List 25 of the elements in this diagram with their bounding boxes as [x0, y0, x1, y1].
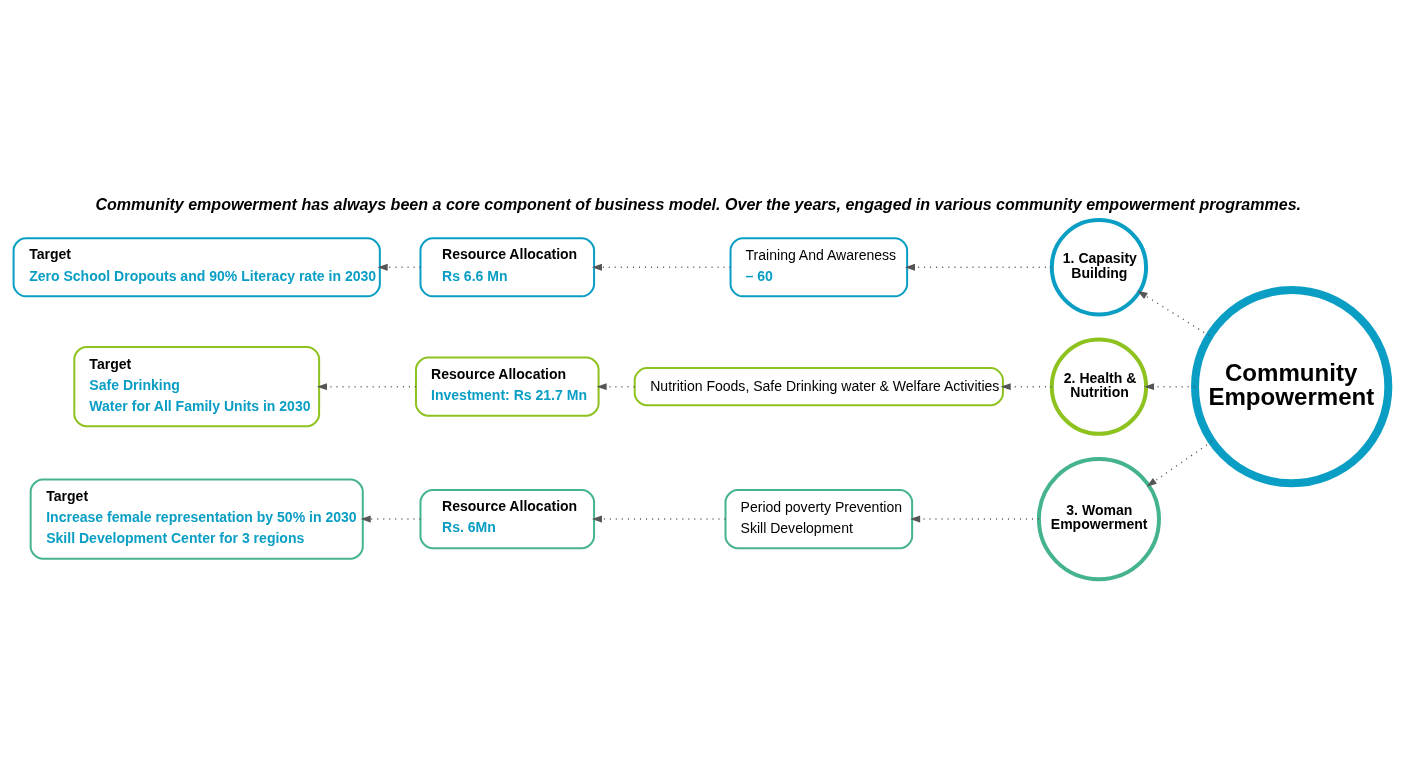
node-box: Period poverty Prevention Skill Development	[724, 488, 914, 549]
arrow	[910, 515, 1040, 523]
arrow	[1146, 440, 1213, 487]
node-box: Resource Allocation Investment: Rs 21.7 Mn	[414, 356, 600, 417]
diagram-title: Community empowerment has always been a core component of business model. Over the years, engaged in various community empowerment programmes.	[95, 194, 1302, 213]
node-circle: Community Empowerment	[1191, 285, 1393, 487]
node-circle: 3. Woman Empowerment	[1036, 456, 1161, 581]
arrow	[1000, 382, 1053, 390]
node-box: Target Increase female representation by 50% in 2030 Skill Development Center for 3 regions	[29, 477, 364, 560]
arrow	[904, 263, 1053, 271]
node-box: Target Safe Drinking Water for All Family Units in 2030	[73, 345, 321, 427]
arrow	[377, 263, 422, 271]
arrow	[596, 382, 636, 390]
node-box: Nutrition Foods, Safe Drinking water & Welfare Activities	[633, 366, 1004, 406]
node-circle: 2. Health & Nutrition	[1049, 337, 1149, 436]
node-box: Resource Allocation Rs 6.6 Mn	[419, 236, 596, 297]
arrow	[1144, 382, 1196, 390]
node-box: Target Zero School Dropouts and 90% Literacy rate in 2030	[12, 236, 381, 297]
arrow	[316, 382, 417, 390]
node-box: Resource Allocation Rs. 6Mn	[419, 488, 596, 549]
arrow	[591, 515, 727, 523]
arrow	[360, 515, 422, 523]
arrow	[591, 263, 732, 271]
node-box: Training And Awareness – 60	[729, 236, 909, 297]
arrow	[1137, 290, 1210, 336]
